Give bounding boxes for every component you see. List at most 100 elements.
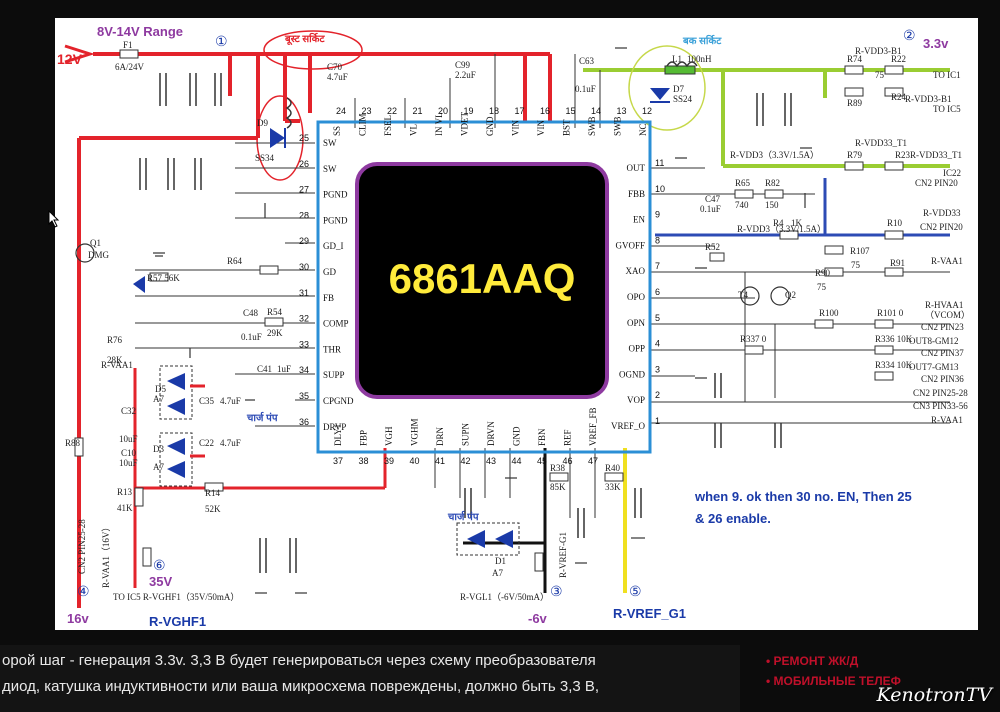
r4-value: 1K [791,218,803,228]
boost-highlight-circle [263,30,363,70]
note-line-1: when 9. ok then 30 no. EN, Then 25 [694,489,912,504]
r337-ref: R337 0 [740,334,767,344]
r82-ref: R82 [765,178,780,188]
pin-number-right: 4 [655,339,660,349]
pin-number-left: 35 [299,391,309,401]
pin-number-bottom: 38 [359,456,369,466]
d7-value: SS24 [673,94,693,104]
schematic-diagram: 6861AAQ 25SW26SW27PGND28PGND29GD_I30GD31… [57,24,970,629]
r336-ref: R336 10K [875,334,913,344]
subtitle-bar: орой шаг - генерация 3.3v. 3,3 В будет г… [0,645,740,712]
net-outgm12: OUT8-GM12 [909,336,959,346]
capacitors [139,73,792,573]
pin-label-top: BST [562,119,572,136]
q2-ref: Q2 [785,290,796,300]
pin-label-top: VDET [460,112,470,136]
panel-item-1[interactable]: РЕМОНТ ЖК/Д [766,651,1000,671]
r14-value: 52K [205,504,221,514]
r22-ref: R22 [891,54,906,64]
r107-ref: R107 [850,246,870,256]
pin-number-top: 15 [566,106,576,116]
r10-ref: R10 [887,218,903,228]
c63-ref: C63 [579,56,595,66]
r40-ref: R40 [605,463,621,473]
q1-ref: Q1 [90,238,101,248]
diodes [133,88,670,548]
r38-value: 85K [550,482,566,492]
net-cn2pin2526: CN2 PIN25-28 [913,388,968,398]
net-rvdd33t1: R-VDD33_T1 [855,138,907,148]
pin-number-top: 13 [617,106,627,116]
pin-label-top: SS [332,126,342,136]
c35-value: 4.7uF [220,396,241,406]
r76-ref: R76 [107,335,123,345]
r79-ref: R79 [847,150,863,160]
net-cn2pin2528: CN2 PIN25-28 [77,519,87,574]
pin-number-left: 30 [299,262,309,272]
pin-label-right: VREF_O [611,421,646,431]
pin-label-left: CPGND [323,396,354,406]
net-r23r: R23R-VDD33_T1 [895,150,962,160]
rail-vref-label: R-VREF_G1 [613,606,686,621]
pin-number-bottom: 37 [333,456,343,466]
pin-label-bottom: DRVN [486,421,496,446]
pin-label-right: EN [633,215,645,225]
buck-highlight-circle [628,45,706,131]
pin-label-bottom: DLY1 [333,424,343,446]
net-cn2pin20: CN2 PIN20 [915,178,958,188]
pin-number-top: 22 [387,106,397,116]
pin-number-right: 10 [655,184,665,194]
net-rvdd33: R-VDD33 [923,208,961,218]
pin-label-bottom: GND [512,426,522,446]
mouse-cursor [48,210,60,228]
marker-5: ⑤ [629,583,642,599]
net-rvdd3b1: R-VDD3-B1 [855,46,902,56]
pin-number-left: 34 [299,365,309,375]
pin-number-right: 7 [655,261,660,271]
pin-number-left: 26 [299,159,309,169]
r40-value: 33K [605,482,621,492]
pin-number-bottom: 45 [537,456,547,466]
pin-label-top: FSEL [383,115,393,136]
d5-package [159,365,193,420]
pin-number-left: 29 [299,236,309,246]
passive-components [74,49,904,572]
marker-3: ③ [550,583,563,599]
c35-ref: C35 [199,396,215,406]
panel-item-2[interactable]: МОБИЛЬНЫЕ ТЕЛЕФ [766,671,1000,691]
boost-label: बूस्ट सर्किट [284,32,325,46]
f1-value: 6A/24V [115,62,145,72]
input-rail-12v [77,52,552,608]
pin-number-top: 17 [515,106,525,116]
net-cn2pin23: CN2 PIN23 [921,322,964,332]
d9-highlight-circle [256,95,304,181]
pin-label-left: GD_I [323,241,344,251]
charge-pump-label-1: चार्ज पंप [246,411,279,424]
net-cn2pin36: CN2 PIN36 [921,374,964,384]
pin-label-top: GND [485,116,495,136]
c70-ref: C70 [327,62,343,72]
t4-ref: T4 [738,290,748,300]
pin-label-right: VOP [627,395,645,405]
pin-label-top: CLIM [358,114,368,137]
pin-label-bottom: FBP [359,430,369,446]
pin-number-top: 20 [438,106,448,116]
pin-number-top: 14 [591,106,601,116]
pin-number-left: 28 [299,210,309,220]
net-rvaa1: R-VAA1 [931,256,963,266]
r52-ref: R52 [705,242,720,252]
net-rvdd3b: R-VDD3（3.3V/1.5A） [737,224,826,234]
r88-ref: R88 [65,438,81,448]
inductor-l1 [666,61,698,68]
pins-right: 11OUT10FBB9EN8GVOFF7XAO6OPO5OPN4OPP3OGND… [611,158,665,431]
net-cn2pin20b: CN2 PIN20 [920,222,963,232]
pin-number-left: 25 [299,133,309,143]
buck-label: बक सर्किट [682,34,722,47]
c70-value: 4.7uF [327,72,348,82]
d1-package [456,522,520,556]
pin-label-top: VL [409,124,419,136]
pin-number-right: 8 [655,235,660,245]
r13-value: 41K [117,503,133,513]
pin-number-top: 21 [413,106,423,116]
